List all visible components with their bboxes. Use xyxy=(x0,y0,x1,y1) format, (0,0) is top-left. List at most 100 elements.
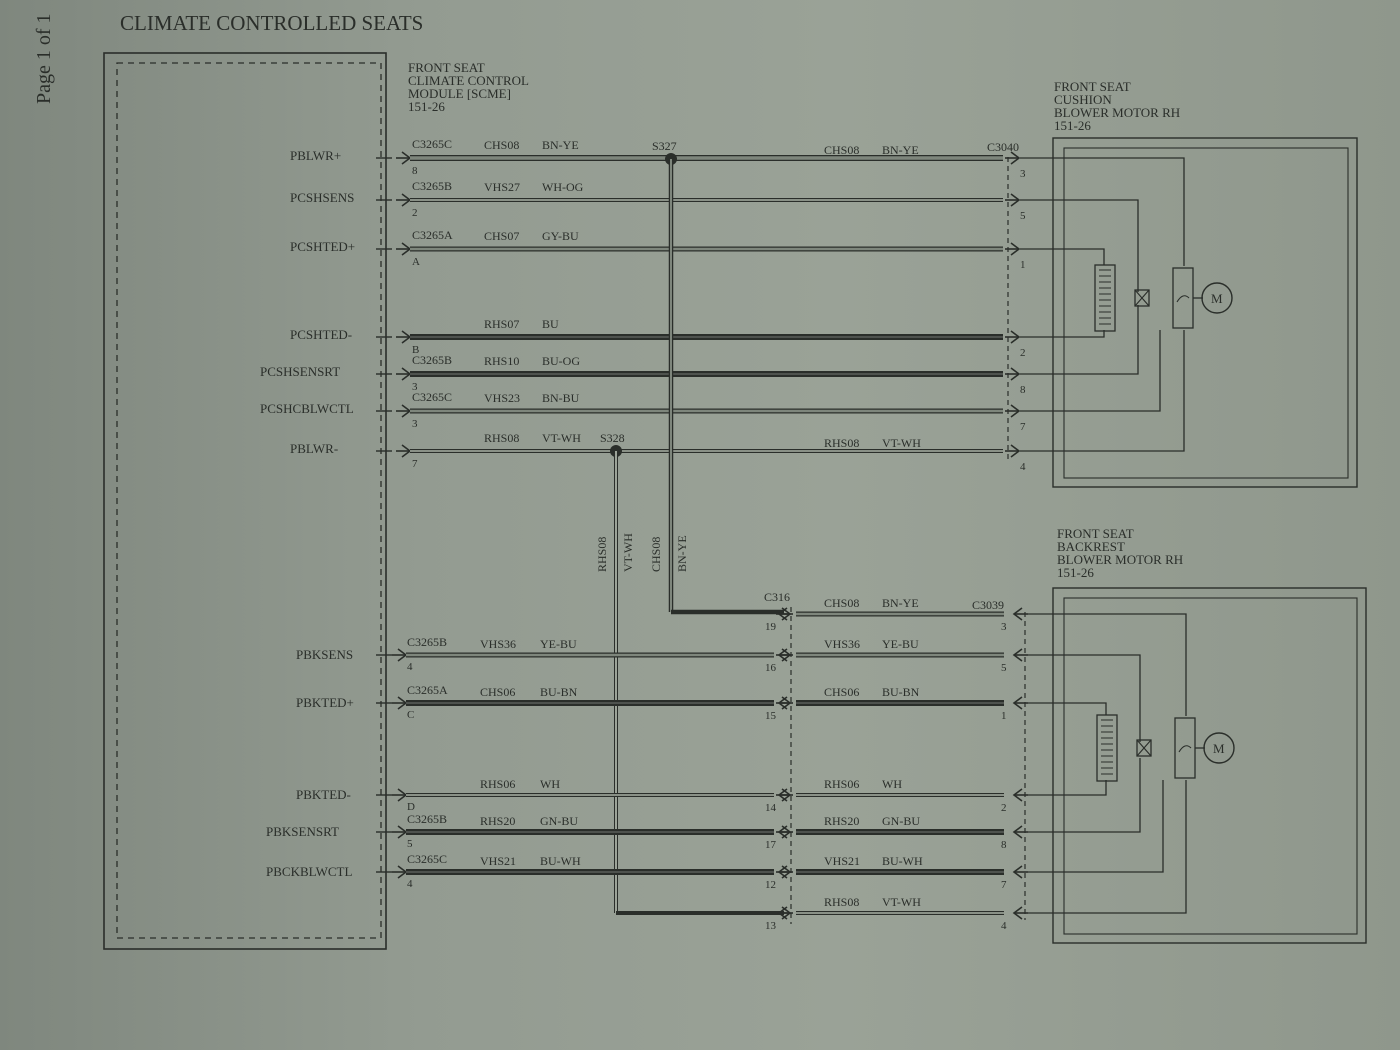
c316-pin: 12 xyxy=(765,879,776,891)
motor-internal-wire xyxy=(1020,330,1105,338)
circuit-label: CHS08 xyxy=(824,143,859,157)
cushion-control-glyph xyxy=(1176,295,1190,303)
c316-pin: 14 xyxy=(765,802,777,814)
connector-c316-label: C316 xyxy=(764,590,790,604)
wire-color-label: VT-WH xyxy=(542,431,581,445)
pin-name-pcshsens: PCSHSENS xyxy=(290,190,354,205)
wire-color-label: VT-WH xyxy=(882,436,921,450)
pin-name-pbkted: PBKTED+ xyxy=(296,695,354,710)
circuit-label: VHS27 xyxy=(484,180,520,194)
module-dashed-outline xyxy=(116,62,382,939)
motor-internal-wire xyxy=(1028,780,1164,873)
backrest-motor-inner xyxy=(1063,597,1358,935)
splice-label: S328 xyxy=(600,431,625,445)
motor-pin: 7 xyxy=(1001,879,1007,891)
connector-label: C3265A xyxy=(407,683,448,697)
connector-label: C3265C xyxy=(412,137,452,151)
connector-label: C3265C xyxy=(407,852,447,866)
cushion-motor-inner xyxy=(1063,147,1349,479)
module-pin: 4 xyxy=(407,661,413,673)
motor-pin: 1 xyxy=(1001,710,1007,722)
motor-pin: 5 xyxy=(1001,662,1007,674)
wire-color-label: BU-WH xyxy=(540,854,581,868)
pin-name-pblwr: PBLWR+ xyxy=(290,148,341,163)
module-pin: 4 xyxy=(407,878,413,890)
motor-pin: 3 xyxy=(1020,168,1026,180)
circuit-label: RHS07 xyxy=(484,317,519,331)
connector-c3039-label: C3039 xyxy=(972,598,1004,612)
backrest-motor-letter: M xyxy=(1213,741,1225,756)
module-label: 151-26 xyxy=(408,99,445,114)
circuit-label: CHS08 xyxy=(484,138,519,152)
module-label: MODULE [SCME] xyxy=(408,86,511,101)
module-pin: 7 xyxy=(412,458,418,470)
circuit-label: RHS08 xyxy=(824,436,859,450)
page-number: Page 1 of 1 xyxy=(33,13,55,104)
wire-color-label: WH xyxy=(540,777,560,791)
connector-c3040-label: C3040 xyxy=(987,140,1019,154)
motor-internal-wire xyxy=(1020,199,1139,292)
motor-internal-wire xyxy=(1028,654,1141,742)
circuit-label: VHS21 xyxy=(480,854,516,868)
connector-label: C3265C xyxy=(412,390,452,404)
circuit-label: RHS20 xyxy=(480,814,515,828)
vertical-wire-label: RHS08 xyxy=(595,537,609,572)
wire-color-label: WH-OG xyxy=(542,180,584,194)
wire-color-label: GY-BU xyxy=(542,229,579,243)
circuit-label: CHS07 xyxy=(484,229,519,243)
motor-pin: 7 xyxy=(1020,421,1026,433)
circuit-label: CHS08 xyxy=(824,596,859,610)
motor-pin: 4 xyxy=(1001,920,1007,932)
backrest-motor-label: FRONT SEAT xyxy=(1057,526,1134,541)
backrest-control-glyph xyxy=(1178,745,1192,753)
c316-pin: 17 xyxy=(765,839,777,851)
wire-color-label: BU-BN xyxy=(540,685,578,699)
motor-internal-wire xyxy=(1028,702,1107,715)
connector-label: C3265B xyxy=(407,635,447,649)
module-pin: A xyxy=(412,256,420,268)
c316-pin: 19 xyxy=(765,621,777,633)
connector-label: C3265B xyxy=(412,353,452,367)
backrest-motor-label: 151-26 xyxy=(1057,565,1094,580)
circuit-label: RHS20 xyxy=(824,814,859,828)
cushion-motor-outline xyxy=(1052,137,1358,488)
pin-name-pbckblwctl: PBCKBLWCTL xyxy=(266,864,352,879)
page-title: CLIMATE CONTROLLED SEATS xyxy=(120,11,423,35)
cushion-motor-letter: M xyxy=(1211,291,1223,306)
motor-internal-wire xyxy=(1020,330,1185,452)
backrest-heater-coil xyxy=(1101,719,1113,775)
motor-internal-wire xyxy=(1020,305,1139,375)
wire-color-label: BU-BN xyxy=(882,685,920,699)
motor-pin: 4 xyxy=(1020,461,1026,473)
pin-name-pbksens: PBKSENS xyxy=(296,647,353,662)
module-pin: B xyxy=(412,344,419,356)
backrest-heater-element xyxy=(1096,714,1118,782)
pin-name-pcshsensrt: PCSHSENSRT xyxy=(260,364,340,379)
motor-internal-wire xyxy=(1020,248,1105,265)
vertical-wire-label: VT-WH xyxy=(621,533,635,572)
wire-color-label: BU xyxy=(542,317,559,331)
wire-color-label: BN-BU xyxy=(542,391,580,405)
wire-color-label: GN-BU xyxy=(882,814,920,828)
pin-name-pblwr: PBLWR- xyxy=(290,441,338,456)
motor-internal-wire xyxy=(1028,758,1141,833)
cushion-motor-label: BLOWER MOTOR RH xyxy=(1054,105,1180,120)
module-outline xyxy=(103,52,387,950)
motor-internal-wire xyxy=(1020,157,1185,266)
pin-name-pcshted: PCSHTED- xyxy=(290,327,352,342)
module-pin: 3 xyxy=(412,418,418,430)
motor-pin: 3 xyxy=(1001,621,1007,633)
motor-internal-wire xyxy=(1028,780,1107,796)
module-pin: C xyxy=(407,709,414,721)
circuit-label: RHS08 xyxy=(484,431,519,445)
circuit-label: VHS21 xyxy=(824,854,860,868)
circuit-label: RHS06 xyxy=(824,777,859,791)
module-pin: 3 xyxy=(412,381,418,393)
c316-pin: 13 xyxy=(765,920,777,932)
cushion-motor-label: CUSHION xyxy=(1054,92,1112,107)
splice-label: S327 xyxy=(652,139,677,153)
wire-color-label: BU-OG xyxy=(542,354,580,368)
backrest-motor-label: BLOWER MOTOR RH xyxy=(1057,552,1183,567)
motor-internal-wire xyxy=(1028,613,1187,716)
